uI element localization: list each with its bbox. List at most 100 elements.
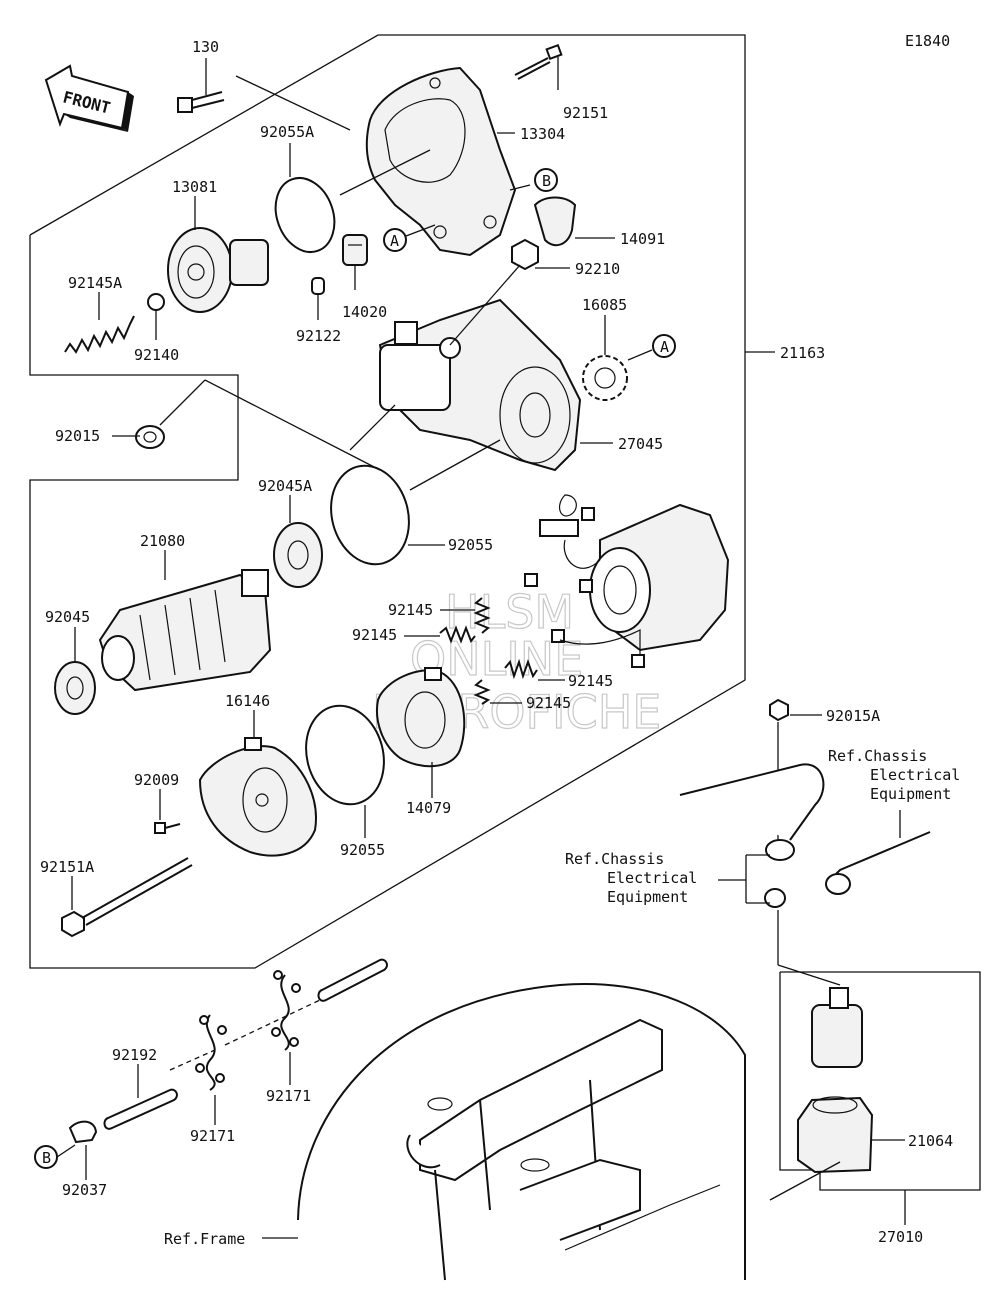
callout-13081: 13081: [172, 178, 217, 196]
callout-21163: 21163: [780, 344, 825, 362]
callout-92055A: 92055A: [260, 123, 314, 141]
leader-92210-stud: [449, 264, 521, 346]
callout-92145-d: 92145: [526, 694, 571, 712]
spring-92145-c[interactable]: [504, 658, 538, 680]
callout-92171-a: 92171: [190, 1127, 235, 1145]
callout-14020: 14020: [342, 303, 387, 321]
clip-92171-b[interactable]: [271, 970, 301, 1051]
callout-92055-b: 92055: [340, 841, 385, 859]
ball-92140[interactable]: [147, 293, 165, 311]
callout-92145-c: 92145: [568, 672, 613, 690]
callout-92045A: 92045A: [258, 477, 312, 495]
ref-chassis-right-line-1: Ref.Chassis: [828, 747, 927, 765]
diagram-id: E1840: [905, 32, 950, 50]
callout-92009: 92009: [134, 771, 179, 789]
nut-92015A[interactable]: [769, 698, 789, 722]
callout-27010: 27010: [878, 1228, 923, 1246]
leader-b-bottom: [56, 1144, 76, 1158]
callout-b-bottom: B: [42, 1149, 51, 1167]
spring-92145-d[interactable]: [473, 679, 491, 705]
callout-a-gear: A: [660, 338, 669, 356]
callout-16146: 16146: [225, 692, 270, 710]
callout-130: 130: [192, 38, 219, 56]
callout-13304: 13304: [520, 125, 565, 143]
ref-chassis-left-line-1: Ref.Chassis: [565, 850, 664, 868]
solenoid-21064[interactable]: [797, 987, 874, 1174]
leader-solenoid-frame: [769, 1161, 841, 1201]
ref-chassis-left: Ref.Chassis Electrical Equipment: [565, 850, 697, 906]
ref-chassis-left-line-2: Electrical: [607, 869, 697, 887]
yoke-assembly[interactable]: [524, 494, 730, 668]
ref-chassis-left-line-3: Equipment: [607, 888, 688, 906]
callout-92145-b: 92145: [352, 626, 397, 644]
callout-a-top: A: [390, 232, 399, 250]
o-ring-92055-a[interactable]: [320, 457, 419, 573]
ref-chassis-right: Ref.Chassis Electrical Equipment: [828, 747, 960, 803]
callout-92145-a: 92145: [388, 601, 433, 619]
brush-holder-14079[interactable]: [376, 667, 466, 768]
callout-92015: 92015: [55, 427, 100, 445]
leader-solenoid: [777, 964, 841, 986]
o-ring-92055A[interactable]: [266, 170, 345, 261]
clip-axis-b: [224, 999, 321, 1046]
bolt-92151A[interactable]: [61, 857, 193, 938]
ref-circle-b-top: [534, 168, 558, 192]
callout-92192: 92192: [112, 1046, 157, 1064]
callout-92210: 92210: [575, 260, 620, 278]
spring-92145-b[interactable]: [439, 625, 476, 644]
bearing-92045A[interactable]: [273, 522, 323, 588]
gear-16085[interactable]: [582, 355, 628, 401]
callout-16085: 16085: [582, 296, 627, 314]
ref-circle-a-top: [383, 228, 407, 252]
o-ring-92055-b[interactable]: [295, 697, 394, 813]
callout-92015A: 92015A: [826, 707, 880, 725]
spring-92145-a[interactable]: [473, 597, 491, 634]
ref-frame: Ref.Frame: [164, 1230, 245, 1248]
bearing-92045[interactable]: [54, 661, 96, 715]
clip-92171-a[interactable]: [195, 1014, 227, 1091]
ref-bracket-left: [718, 854, 770, 904]
callout-92045: 92045: [45, 608, 90, 626]
callout-92037: 92037: [62, 1181, 107, 1199]
reference-circles: [34, 168, 676, 1169]
housing-13304[interactable]: [365, 66, 517, 257]
spring-92145A[interactable]: [64, 315, 135, 354]
screw-92009[interactable]: [154, 822, 181, 834]
callout-14079: 14079: [406, 799, 451, 817]
callout-92145A: 92145A: [68, 274, 122, 292]
end-cover-16146[interactable]: [198, 737, 317, 857]
nut-92015[interactable]: [135, 425, 165, 449]
callout-92151A: 92151A: [40, 858, 94, 876]
nut-92210[interactable]: [511, 238, 539, 271]
bolt-130[interactable]: [177, 91, 225, 113]
assembly-boundary: [29, 34, 746, 969]
pin-92122[interactable]: [311, 277, 325, 295]
callout-92055-a: 92055: [448, 536, 493, 554]
callout-92140: 92140: [134, 346, 179, 364]
callout-27045: 27045: [618, 435, 663, 453]
callout-14091: 14091: [620, 230, 665, 248]
pin-upper[interactable]: [317, 958, 388, 1002]
clutch-13081[interactable]: [167, 227, 269, 313]
nut-92015-hole: [143, 431, 157, 443]
cap-14091[interactable]: [533, 196, 577, 247]
pin-92192[interactable]: [103, 1088, 178, 1130]
callout-21064: 21064: [908, 1132, 953, 1150]
leader-lines: [71, 57, 615, 910]
callout-92171-b: 92171: [266, 1087, 311, 1105]
frame-outline[interactable]: [297, 983, 746, 1281]
motor-housing-27045[interactable]: [378, 298, 582, 472]
callout-92122: 92122: [296, 327, 341, 345]
ref-chassis-right-line-3: Equipment: [870, 785, 951, 803]
armature-21080[interactable]: [98, 569, 272, 692]
callout-92151: 92151: [563, 104, 608, 122]
bushing-14020[interactable]: [342, 234, 368, 266]
callout-b-top: B: [542, 172, 551, 190]
front-arrow-icon: FRONT: [44, 64, 134, 132]
bolt-92151[interactable]: [514, 43, 563, 80]
cable-battery[interactable]: [679, 763, 931, 908]
callout-21080: 21080: [140, 532, 185, 550]
clamp-92037[interactable]: [68, 1120, 98, 1144]
ref-chassis-right-line-2: Electrical: [870, 766, 960, 784]
